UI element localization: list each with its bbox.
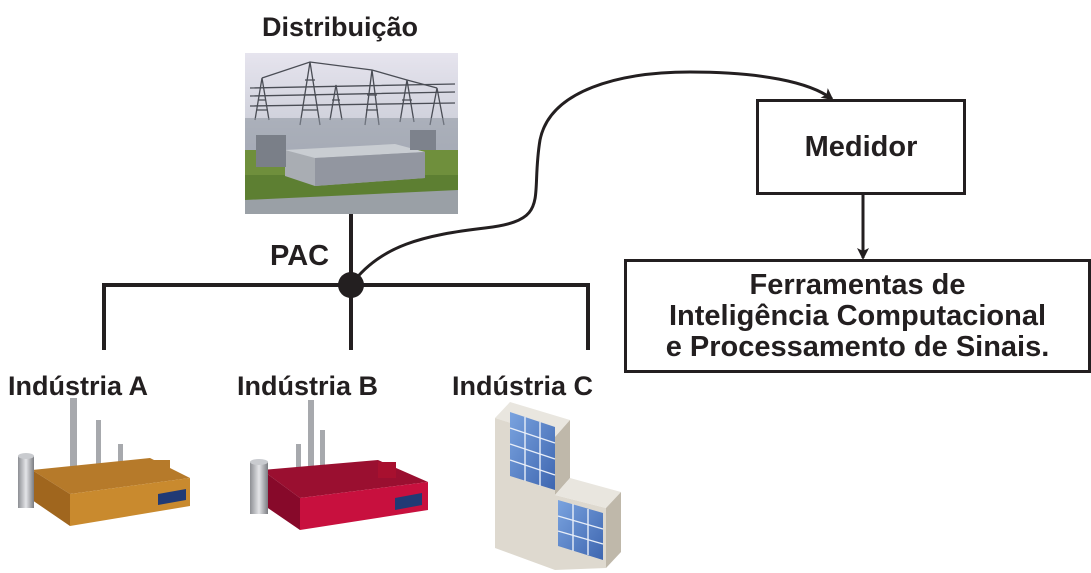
factory-a-icon (18, 398, 190, 526)
tools-line-1: Ferramentas de (749, 268, 966, 301)
pac-label: PAC (270, 240, 330, 272)
industry-a-label: Indústria A (8, 371, 149, 401)
tools-line-3: e Processamento de Sinais. (665, 330, 1050, 363)
industry-b-label: Indústria B (237, 371, 379, 401)
measurement-curve-arrow (349, 70, 834, 286)
meter-label: Medidor (804, 130, 918, 163)
substation-photo (245, 53, 458, 214)
meter-box: Medidor (756, 99, 966, 195)
factory-b-icon (250, 400, 428, 530)
distribution-title: Distribuição (262, 12, 419, 42)
industry-c-label: Indústria C (452, 371, 594, 401)
tools-box: Ferramentas de Inteligência Computaciona… (624, 259, 1091, 373)
tools-line-2: Inteligência Computacional (668, 299, 1047, 332)
pac-node (338, 272, 364, 298)
building-c-icon (495, 402, 621, 570)
